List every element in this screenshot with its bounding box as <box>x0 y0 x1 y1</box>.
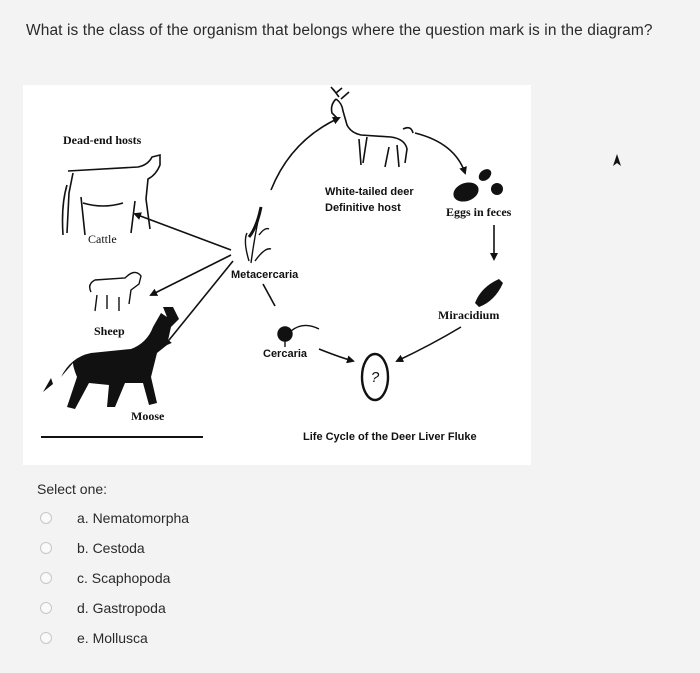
answer-option-b[interactable]: b. Cestoda <box>40 537 300 559</box>
eggs-illustration <box>453 169 503 202</box>
sheep-illustration <box>88 271 142 312</box>
sheep-label: Sheep <box>94 324 125 338</box>
cercaria-illustration <box>277 324 320 347</box>
diagram-caption: Life Cycle of the Deer Liver Fluke <box>303 431 477 443</box>
definitive-host-label-line1: White-tailed deer <box>325 186 414 198</box>
answer-option-label: d. Gastropoda <box>77 600 166 616</box>
life-cycle-diagram: Dead-end hosts Cattle Sheep Moose White-… <box>23 85 531 465</box>
metacercaria-illustration <box>244 206 272 264</box>
moose-label: Moose <box>131 409 165 423</box>
svg-text:?: ? <box>371 369 380 386</box>
eggs-label: Eggs in feces <box>446 205 512 219</box>
answer-option-label: a. Nematomorpha <box>77 510 190 526</box>
definitive-host-label-line2: Definitive host <box>325 202 401 214</box>
question-mark-marker: ? <box>360 352 390 402</box>
answer-option-a[interactable]: a. Nematomorpha <box>40 507 300 529</box>
cattle-illustration <box>61 153 161 236</box>
question-text: What is the class of the organism that b… <box>26 22 653 39</box>
miracidium-illustration <box>475 279 503 307</box>
answer-option-d[interactable]: d. Gastropoda <box>40 597 300 619</box>
life-cycle-arrows <box>133 116 498 364</box>
answer-option-c[interactable]: c. Scaphopoda <box>40 567 300 589</box>
cercaria-label: Cercaria <box>263 348 308 360</box>
metacercaria-label: Metacercaria <box>231 269 299 281</box>
radio-button[interactable] <box>40 572 52 584</box>
miracidium-label: Miracidium <box>438 308 499 322</box>
radio-button[interactable] <box>40 602 52 614</box>
answer-option-label: c. Scaphopoda <box>77 570 171 586</box>
answer-option-e[interactable]: e. Mollusca <box>40 627 300 649</box>
radio-button[interactable] <box>40 542 52 554</box>
answer-option-label: e. Mollusca <box>77 630 148 646</box>
radio-button[interactable] <box>40 632 52 644</box>
answer-option-label: b. Cestoda <box>77 540 145 556</box>
cattle-label: Cattle <box>88 232 117 246</box>
select-one-prompt: Select one: <box>37 481 108 497</box>
deer-illustration <box>330 86 414 168</box>
radio-button[interactable] <box>40 512 52 524</box>
mouse-pointer-icon <box>613 154 621 166</box>
moose-illustration <box>43 307 179 409</box>
dead-end-hosts-label: Dead-end hosts <box>63 133 142 147</box>
